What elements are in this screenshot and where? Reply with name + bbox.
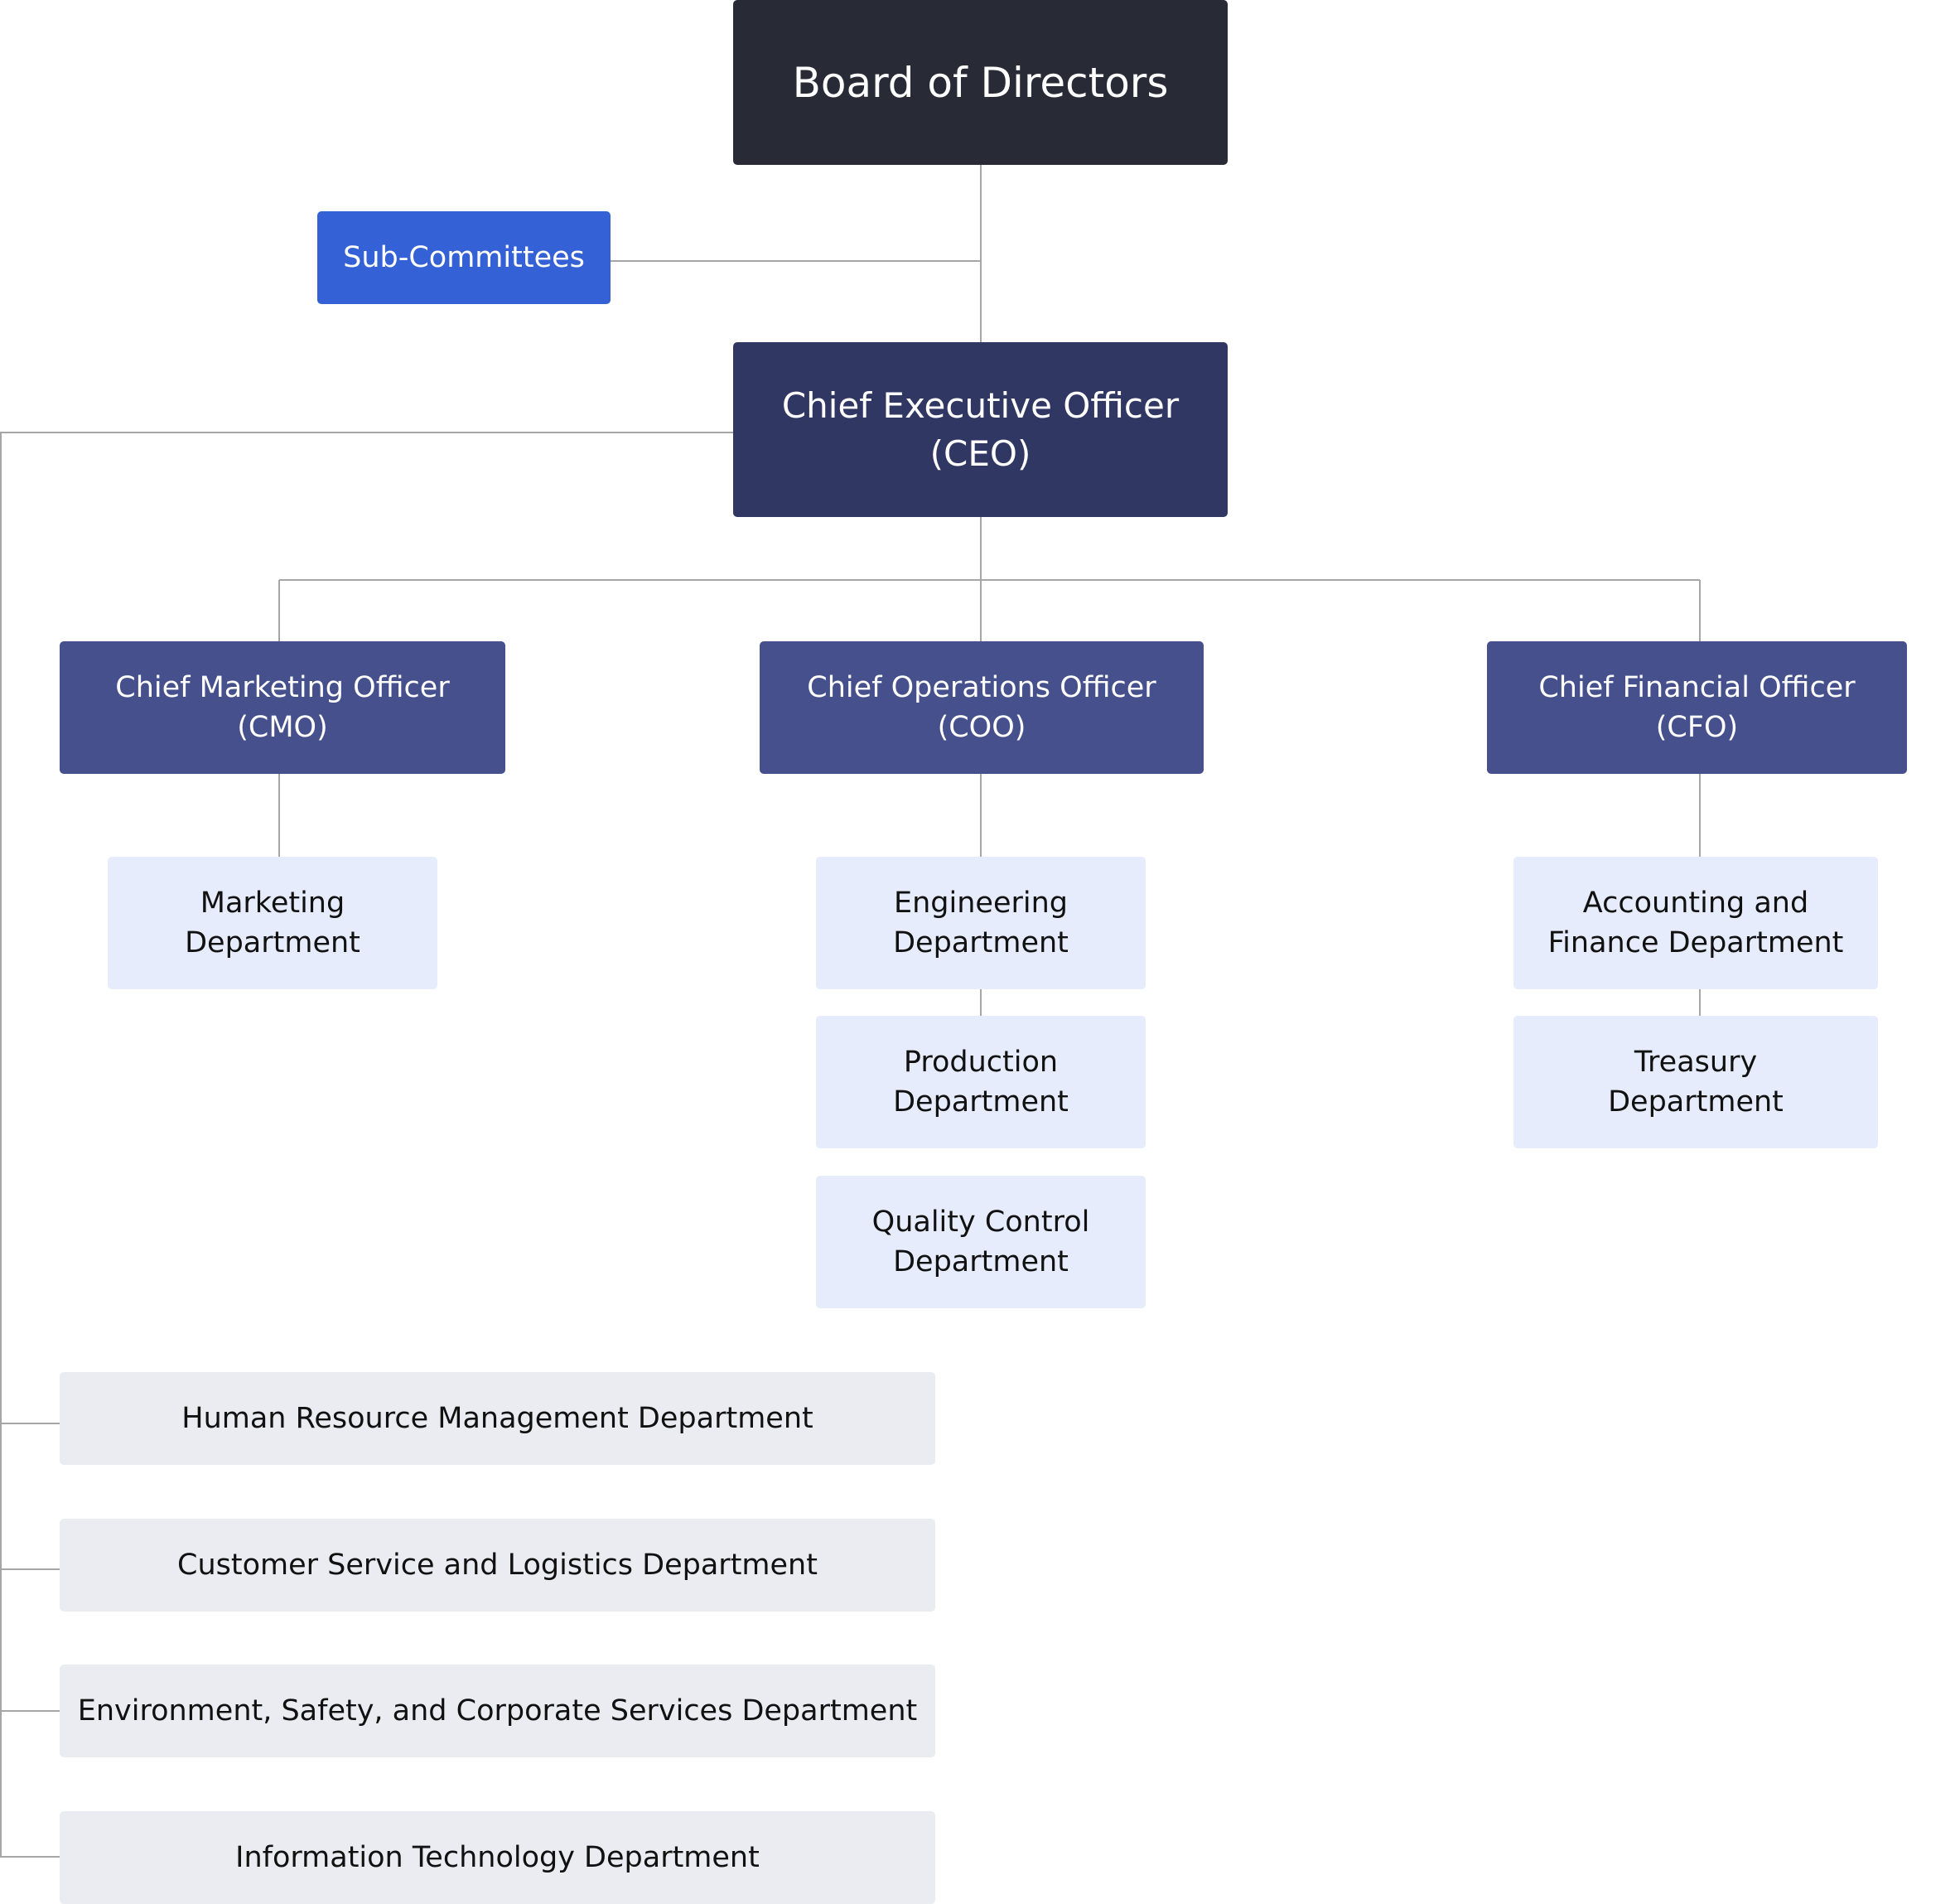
cfo-label: Chief Financial Officer (CFO) bbox=[1538, 671, 1856, 744]
sub-committees-label: Sub-Committees bbox=[343, 241, 585, 274]
board-of-directors-label: Board of Directors bbox=[792, 58, 1169, 107]
sub-committees-box[interactable]: Sub-Committees bbox=[317, 211, 611, 304]
cmo-label: Chief Marketing Officer (CMO) bbox=[115, 671, 450, 744]
quality-control-department-box[interactable]: Quality Control Department bbox=[816, 1176, 1146, 1308]
accounting-finance-department-box[interactable]: Accounting and Finance Department bbox=[1513, 857, 1878, 989]
coo-box[interactable]: Chief Operations Officer (COO) bbox=[760, 641, 1204, 774]
information-technology-department-box[interactable]: Information Technology Department bbox=[60, 1811, 935, 1904]
accounting-finance-department-label: Accounting and Finance Department bbox=[1547, 887, 1844, 959]
cfo-box[interactable]: Chief Financial Officer (CFO) bbox=[1487, 641, 1907, 774]
environment-safety-corporate-services-department-box[interactable]: Environment, Safety, and Corporate Servi… bbox=[60, 1665, 935, 1757]
production-department-label: Production Department bbox=[893, 1046, 1069, 1119]
quality-control-department-label: Quality Control Department bbox=[871, 1206, 1090, 1278]
hr-management-department-box[interactable]: Human Resource Management Department bbox=[60, 1372, 935, 1465]
marketing-department-box[interactable]: Marketing Department bbox=[108, 857, 437, 989]
coo-label: Chief Operations Officer (COO) bbox=[807, 671, 1156, 744]
information-technology-department-label: Information Technology Department bbox=[235, 1841, 760, 1874]
customer-service-logistics-department-label: Customer Service and Logistics Departmen… bbox=[177, 1549, 818, 1582]
hr-management-department-label: Human Resource Management Department bbox=[181, 1402, 813, 1435]
engineering-department-box[interactable]: Engineering Department bbox=[816, 857, 1146, 989]
board-of-directors-box[interactable]: Board of Directors bbox=[733, 0, 1228, 165]
marketing-department-label: Marketing Department bbox=[185, 887, 360, 959]
ceo-box[interactable]: Chief Executive Officer (CEO) bbox=[733, 342, 1228, 517]
production-department-box[interactable]: Production Department bbox=[816, 1016, 1146, 1148]
engineering-department-label: Engineering Department bbox=[893, 887, 1069, 959]
ceo-label: Chief Executive Officer (CEO) bbox=[781, 384, 1180, 474]
treasury-department-label: Treasury Department bbox=[1608, 1046, 1784, 1119]
cmo-box[interactable]: Chief Marketing Officer (CMO) bbox=[60, 641, 505, 774]
environment-safety-corporate-services-department-label: Environment, Safety, and Corporate Servi… bbox=[77, 1694, 918, 1728]
treasury-department-box[interactable]: Treasury Department bbox=[1513, 1016, 1878, 1148]
customer-service-logistics-department-box[interactable]: Customer Service and Logistics Departmen… bbox=[60, 1519, 935, 1612]
